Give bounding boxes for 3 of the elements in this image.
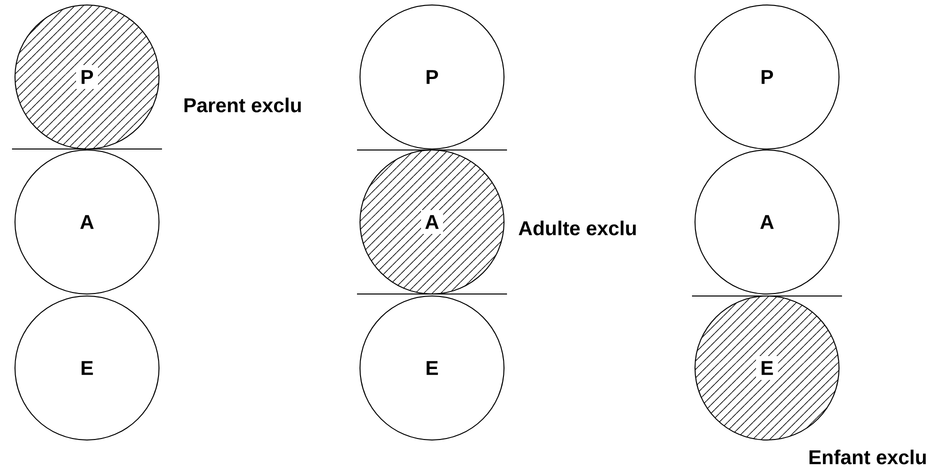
exclusion-label: Parent exclu bbox=[184, 98, 301, 112]
exclusion-label: Adulte exclu bbox=[518, 220, 636, 236]
exclusion-label: Enfant exclu bbox=[810, 450, 926, 464]
